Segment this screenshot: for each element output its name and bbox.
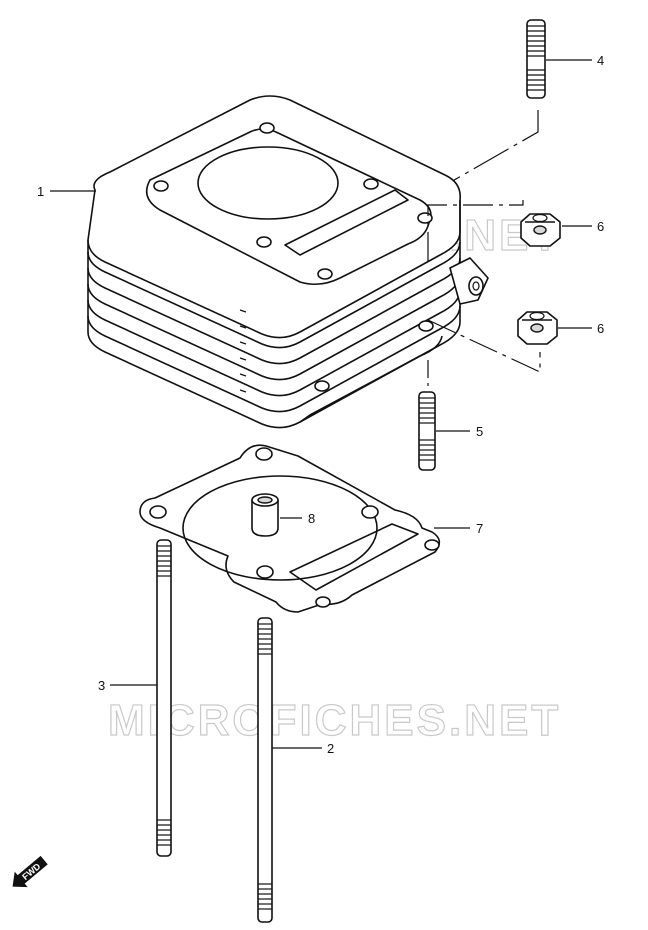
callout-5: 5	[476, 424, 483, 439]
watermark-bottom: MICROFICHES.NET	[108, 696, 561, 745]
fwd-arrow-icon: FWD	[12, 855, 48, 888]
callout-1: 1	[37, 184, 44, 199]
gasket-bore	[182, 475, 378, 581]
stud-4	[526, 19, 546, 99]
dowel-pin	[251, 493, 279, 537]
callout-8: 8	[308, 511, 315, 526]
stud-5	[418, 391, 436, 471]
callout-4: 4	[597, 53, 604, 68]
nut-lower	[517, 311, 558, 345]
cylinder-side-boss	[449, 257, 489, 305]
stud-2	[257, 617, 273, 923]
gasket	[139, 444, 441, 613]
guide-line-4	[427, 110, 539, 196]
callout-7: 7	[476, 521, 483, 536]
stud-3	[156, 539, 172, 857]
callout-6-lower: 6	[597, 321, 604, 336]
callout-2: 2	[327, 741, 334, 756]
nut-upper	[520, 213, 561, 247]
callout-3: 3	[98, 678, 105, 693]
callout-6-upper: 6	[597, 219, 604, 234]
cylinder-bore	[197, 146, 339, 220]
guide-line-6a	[427, 200, 524, 262]
leader-lines	[50, 59, 592, 749]
cylinder	[87, 95, 489, 429]
